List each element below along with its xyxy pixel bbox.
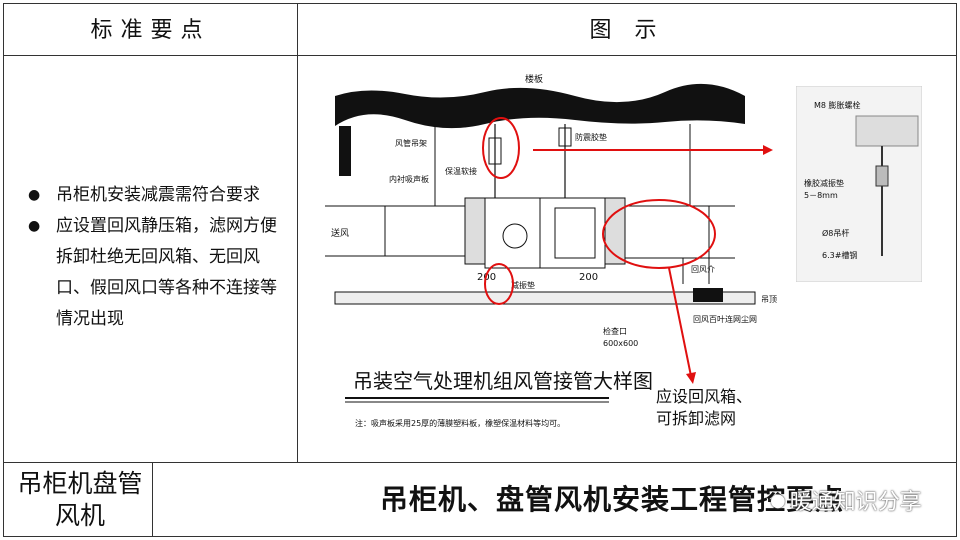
- return-box-label: 回风介: [691, 265, 715, 274]
- list-item: ●吊柜机安装减震需符合要求: [28, 180, 293, 211]
- grille-label: 回风百叶连网尘网: [693, 314, 757, 324]
- return-duct: [604, 197, 735, 284]
- supply-duct: [325, 197, 486, 265]
- pad-label: 减振垫: [511, 280, 535, 290]
- bolt-detail-drawing: M8 膨胀螺栓 橡胶减振垫 5－8mm Ø8吊杆 6.3#槽钢: [796, 86, 922, 282]
- bolt-label: M8 膨胀螺栓: [814, 100, 861, 110]
- damper-label: 防震胶垫: [575, 132, 607, 142]
- table-right-border: [956, 3, 957, 537]
- bullet-list: ●吊柜机安装减震需符合要求 ●应设置回风静压箱，滤网方便拆卸杜绝无回风箱、无回风…: [28, 180, 293, 335]
- footer-title: 吊柜机、盘管风机安装工程管控要点: [380, 483, 845, 516]
- wechat-icon: ●: [770, 489, 786, 511]
- air-handling-unit: [484, 197, 606, 269]
- list-item: ●应设置回风静压箱，滤网方便拆卸杜绝无回风箱、无回风口、假回风口等各种不连接等情…: [28, 211, 293, 335]
- header-illustration: 图 示: [589, 18, 665, 43]
- pad-highlight-circle: [484, 263, 514, 305]
- table-left-border: [3, 3, 4, 537]
- insulation-label: 保温软接: [445, 166, 477, 176]
- hvac-installation-drawing: 楼板 风管吊架 防震胶垫 内衬吸声板 保温软接 送风 回风介 吊顶 回风百叶连网…: [325, 73, 777, 428]
- watermark: ● 暖通知识分享: [770, 489, 922, 516]
- drawing-title: 吊装空气处理机组风管接管大样图: [353, 369, 653, 393]
- bullet-dot-icon: ●: [28, 218, 41, 234]
- floor-slab: [335, 83, 745, 176]
- return-grille: [693, 288, 723, 302]
- header-divider: [3, 55, 957, 56]
- footer-category: 吊柜机盘管风机: [17, 469, 143, 530]
- callout-arrow: [668, 267, 692, 377]
- column-divider: [297, 3, 298, 463]
- footer-divider: [3, 462, 957, 463]
- slab-label: 楼板: [525, 73, 543, 85]
- channel-label: 6.3#槽钢: [822, 250, 857, 260]
- header-standard-points: 标准要点: [90, 18, 211, 43]
- arrow-head-icon: [763, 145, 773, 155]
- bullet-dot-icon: ●: [28, 187, 41, 203]
- return-box-highlight-circle: [602, 199, 716, 269]
- callout-text: 应设回风箱、 可拆卸滤网: [656, 387, 753, 428]
- hanger-label: 风管吊架: [395, 138, 427, 148]
- dimension-label: 200: [579, 272, 598, 283]
- table-bottom-border: [3, 536, 957, 537]
- hanger-highlight-circle: [482, 117, 520, 179]
- rubber-size-label: 5－8mm: [804, 191, 838, 200]
- rod-label: Ø8吊杆: [822, 228, 849, 238]
- access-label: 检查口: [603, 326, 627, 336]
- ceiling-panel: [334, 291, 756, 305]
- rubber-pad-label: 橡胶减振垫: [804, 178, 844, 188]
- ceiling-label: 吊顶: [761, 295, 777, 304]
- table-top-border: [3, 3, 957, 4]
- footer-column-divider: [152, 462, 153, 537]
- arrow-head-icon: [686, 372, 696, 384]
- damper-block: [488, 137, 502, 165]
- access-size-label: 600x600: [603, 339, 638, 348]
- liner-label: 内衬吸声板: [389, 174, 429, 184]
- supply-label: 送风: [331, 227, 349, 239]
- damper-block: [558, 127, 572, 147]
- drawing-note: 注：吸声板采用25厚的薄膜塑料板，橡塑保温材料等均可。: [355, 418, 565, 428]
